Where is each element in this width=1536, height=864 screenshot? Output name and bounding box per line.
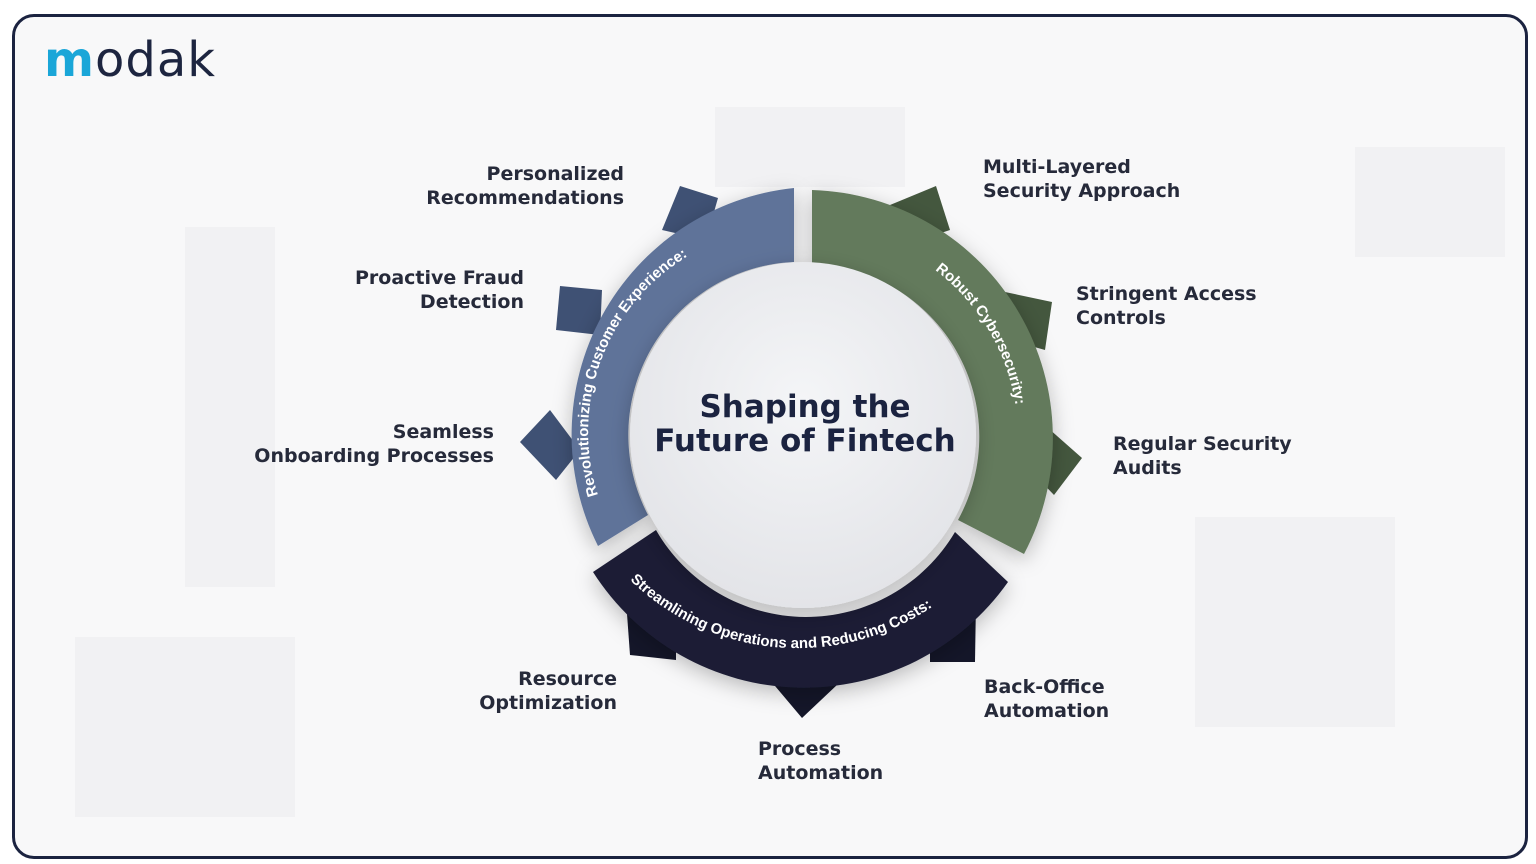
background-block: [1355, 147, 1505, 257]
label-line: Stringent Access: [1076, 283, 1257, 305]
label-line: Detection: [419, 291, 524, 313]
background-block: [715, 107, 905, 187]
logo-rest: dak: [125, 32, 217, 88]
label-line: Controls: [1076, 307, 1166, 329]
label-process-automation: Process Automation: [758, 737, 883, 785]
label-line: Audits: [1113, 457, 1182, 479]
gear-tooth: [556, 286, 602, 335]
label-proactive-fraud-detection: Proactive Fraud Detection: [340, 266, 524, 314]
logo-letter-m: m: [44, 32, 96, 88]
segment-cybersecurity: [812, 190, 1053, 554]
label-line: Back-Office: [984, 676, 1105, 698]
background-block: [185, 227, 275, 587]
label-line: Onboarding Processes: [254, 445, 494, 467]
center-title-line2: Future of Fintech: [654, 423, 956, 459]
background-block: [75, 637, 295, 817]
label-line: Proactive Fraud: [355, 267, 524, 289]
center-title: Shaping the Future of Fintech: [630, 390, 980, 458]
label-seamless-onboarding: Seamless Onboarding Processes: [250, 420, 494, 468]
label-line: Automation: [984, 700, 1110, 722]
label-resource-optimization: Resource Optimization: [440, 667, 617, 715]
label-line: Multi-Layered: [983, 156, 1131, 178]
label-line: Process: [758, 738, 842, 760]
label-personalized-recommendations: Personalized Recommendations: [420, 162, 624, 210]
modak-logo: modak modak: [44, 36, 216, 84]
label-stringent-access-controls: Stringent Access Controls: [1076, 282, 1257, 330]
label-multi-layered-security: Multi-Layered Security Approach: [983, 155, 1180, 203]
slide-frame: [12, 14, 1528, 859]
label-line: Optimization: [479, 692, 617, 714]
segment-customer-experience: [571, 188, 794, 546]
logo-letter-o: o: [95, 32, 126, 88]
label-line: Security Approach: [983, 180, 1181, 202]
center-circle: [630, 262, 976, 608]
label-line: Seamless: [392, 421, 494, 443]
label-line: Resource: [518, 668, 617, 690]
gear-tooth: [770, 680, 838, 718]
blue-gear-teeth: [520, 186, 718, 480]
background-block: [1195, 517, 1395, 727]
gear-tooth: [520, 410, 580, 480]
label-line: Personalized: [486, 163, 624, 185]
center-title-line1: Shaping the: [699, 389, 911, 425]
label-back-office-automation: Back-Office Automation: [984, 675, 1109, 723]
label-line: Recommendations: [426, 187, 624, 209]
label-line: Automation: [758, 762, 884, 784]
label-line: Regular Security: [1113, 433, 1292, 455]
segment-operations: [593, 530, 1008, 688]
label-regular-security-audits: Regular Security Audits: [1113, 432, 1292, 480]
